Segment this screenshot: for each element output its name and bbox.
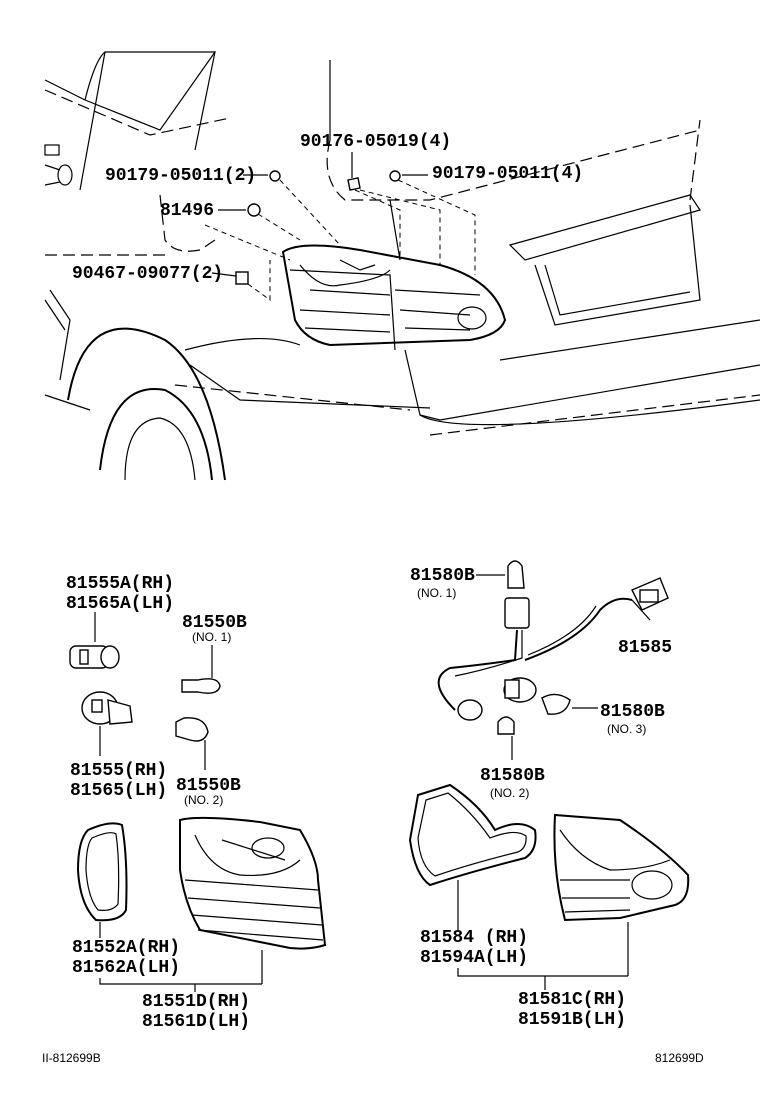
label-socket-rh: 81555A(RH) [66, 574, 174, 594]
nut-icon [269, 170, 281, 182]
label-wbulb3-note: (NO. 3) [607, 722, 646, 736]
label-bulb2-note: (NO. 2) [184, 793, 223, 807]
clip-icon [235, 271, 249, 285]
label-gasket2-lh: 81594A(LH) [420, 948, 528, 968]
callout-clip-left: 90467-09077(2) [72, 264, 223, 284]
label-wbulb2-note: (NO. 2) [490, 786, 529, 800]
bulb-icon [181, 678, 221, 694]
label-socket2-rh: 81555(RH) [70, 761, 167, 781]
socket-icon [81, 691, 133, 725]
footer-right-code: 812699D [655, 1051, 704, 1065]
callout-clip-right: 90176-05019(4) [300, 132, 451, 152]
label-gasket-rh: 81552A(RH) [72, 938, 180, 958]
bulb-icon [175, 717, 209, 742]
label-socket2-lh: 81565(LH) [70, 781, 167, 801]
gasket-icon [408, 783, 537, 887]
label-lamp-rh: 81551D(RH) [142, 992, 250, 1012]
bulb-icon [507, 560, 525, 589]
label-gasket2-rh: 81584 (RH) [420, 928, 528, 948]
callout-bracket: 81496 [160, 201, 214, 221]
socket-icon [69, 645, 120, 669]
label-lamp-lh: 81561D(LH) [142, 1012, 250, 1032]
bulb-icon [497, 716, 515, 735]
bulb-icon [541, 693, 571, 715]
label-socket-lh: 81565A(LH) [66, 594, 174, 614]
label-inner-rh: 81581C(RH) [518, 990, 626, 1010]
label-inner-lh: 81591B(LH) [518, 1010, 626, 1030]
callout-nut-right: 90179-05011(4) [432, 164, 583, 184]
label-wbulb1-note: (NO. 1) [417, 586, 456, 600]
gasket-icon [76, 822, 128, 922]
label-gasket-lh: 81562A(LH) [72, 958, 180, 978]
footer-left-code: II-812699B [42, 1051, 101, 1065]
wire-harness [437, 577, 669, 721]
clip-icon [347, 177, 361, 191]
label-bulb1-note: (NO. 1) [192, 630, 231, 644]
label-wire: 81585 [618, 638, 672, 658]
label-wbulb1-num: 81580B [410, 566, 475, 586]
label-bulb1-num: 81550B [182, 613, 247, 633]
callout-nut-left: 90179-05011(2) [105, 166, 256, 186]
label-bulb2-num: 81550B [176, 776, 241, 796]
nut-icon [389, 170, 401, 182]
vehicle-outline [44, 51, 760, 481]
rear-combination-lamp-top [281, 244, 507, 351]
lamp-outer-icon [179, 816, 327, 950]
bracket-icon [247, 203, 261, 217]
lamp-inner-icon [553, 813, 690, 922]
label-wbulb3-num: 81580B [600, 702, 665, 722]
fasteners-top [204, 170, 476, 301]
label-wbulb2-num: 81580B [480, 766, 545, 786]
